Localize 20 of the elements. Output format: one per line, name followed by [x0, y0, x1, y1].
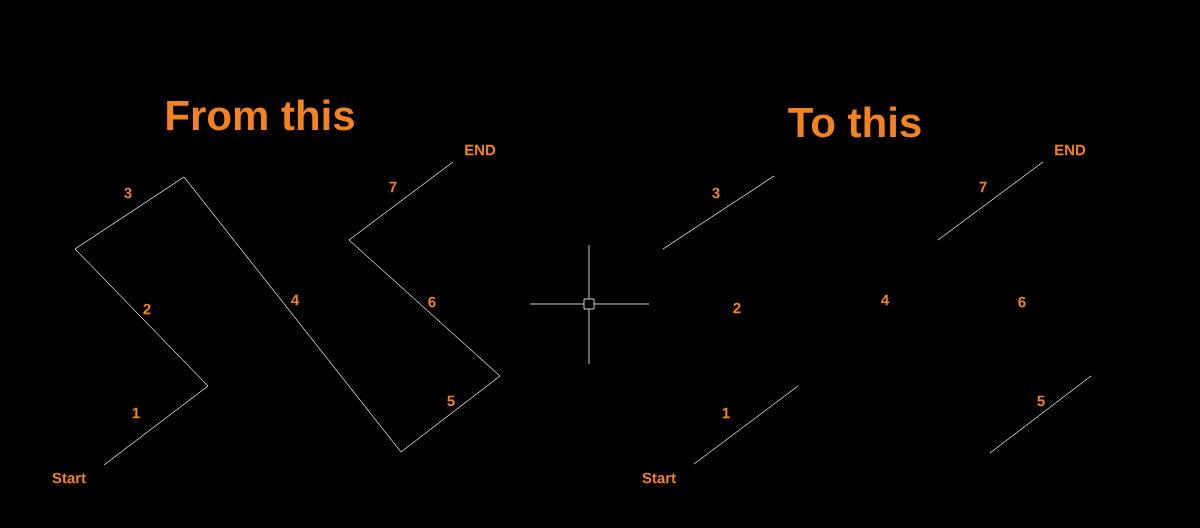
- segment-number: 5: [1037, 395, 1045, 407]
- heading: From this: [167, 99, 354, 131]
- end-label: Start: [52, 472, 86, 484]
- segment-number: 4: [881, 294, 890, 306]
- segment-number: 3: [124, 187, 132, 199]
- segment-number: 5: [447, 395, 455, 407]
- segment-number: 3: [712, 187, 720, 199]
- segment-number: 2: [143, 303, 151, 315]
- segment-number: 6: [1018, 296, 1026, 308]
- heading: To this: [788, 106, 921, 138]
- segment-number: 1: [132, 407, 140, 419]
- segment-number: 4: [291, 294, 300, 306]
- segment-number: 2: [733, 302, 741, 314]
- end-label: END: [465, 144, 496, 156]
- segment-number: 6: [428, 296, 436, 308]
- segment-number: 7: [979, 181, 987, 193]
- segment-number: 1: [722, 407, 730, 419]
- end-label: Start: [642, 472, 676, 484]
- end-label: END: [1055, 144, 1086, 156]
- segment-number: 7: [389, 181, 397, 193]
